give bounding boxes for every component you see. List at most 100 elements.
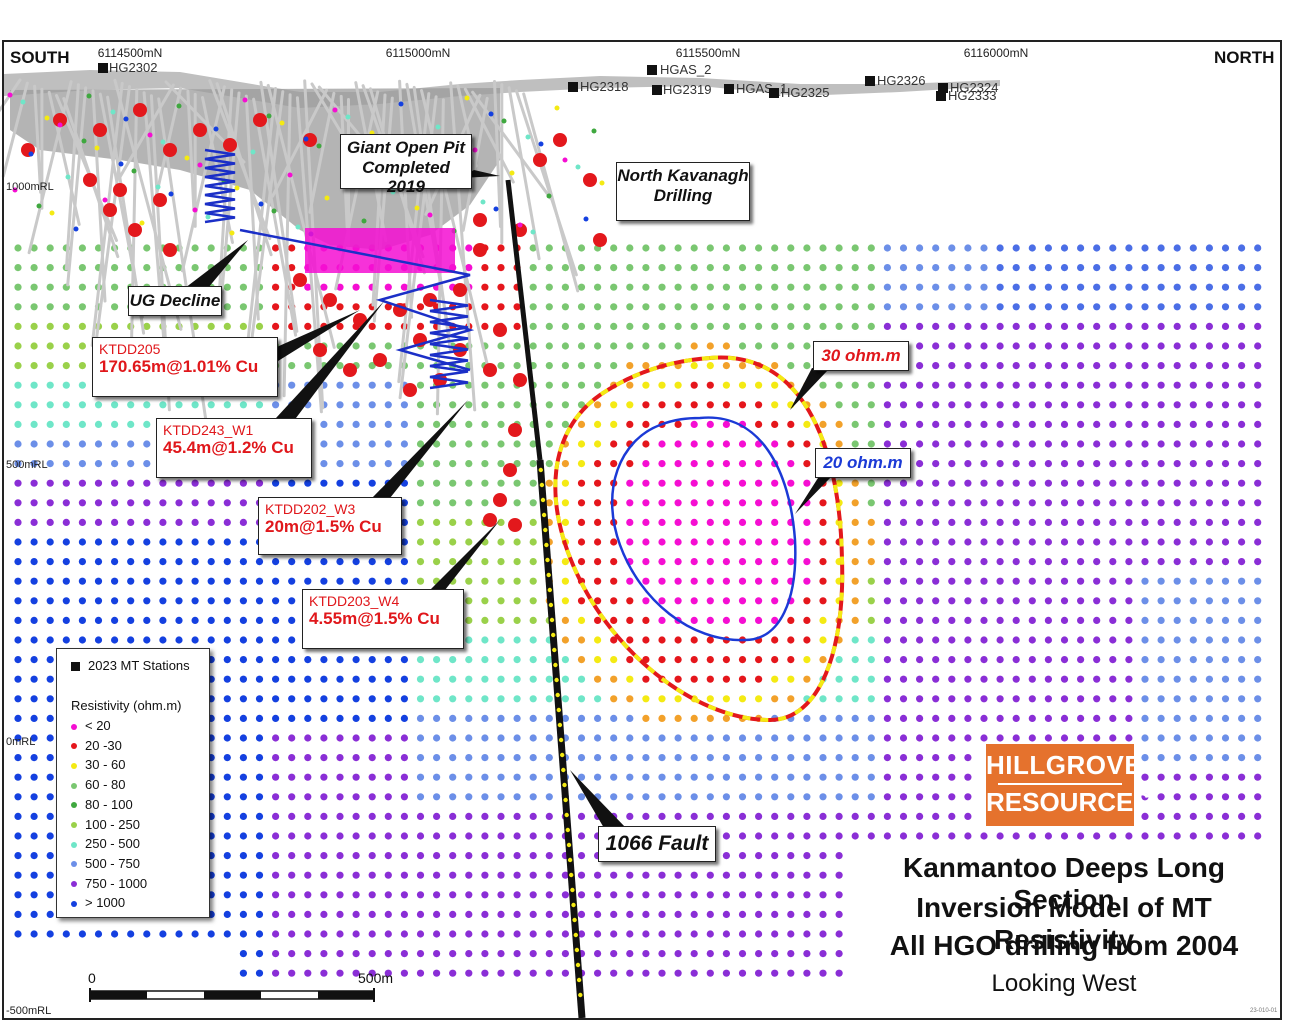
resistivity-dot: [722, 322, 731, 330]
resistivity-dot: [62, 303, 70, 311]
resistivity-dot: [867, 420, 875, 428]
resistivity-dot: [851, 812, 859, 821]
resistivity-dot: [867, 793, 875, 801]
resistivity-dot: [1109, 342, 1117, 350]
resistivity-dot: [78, 538, 86, 546]
resistivity-dot: [143, 322, 151, 330]
resistivity-dot: [1093, 695, 1101, 703]
resistivity-dot: [610, 420, 618, 428]
resistivity-dot: [1060, 264, 1069, 272]
resistivity-dot: [255, 754, 264, 762]
resistivity-dot: [1028, 636, 1036, 644]
resistivity-dot: [416, 773, 425, 781]
resistivity-dot: [883, 793, 892, 801]
resistivity-dot: [755, 420, 763, 428]
legend-label: 100 - 250: [85, 816, 140, 832]
resistivity-dot: [626, 597, 634, 605]
resistivity-dot: [545, 479, 553, 487]
resistivity-dot: [899, 558, 908, 566]
resistivity-dot: [819, 597, 827, 605]
resistivity-dot: [755, 460, 763, 468]
resistivity-dot: [690, 322, 698, 330]
resistivity-dot: [288, 577, 296, 585]
resistivity-dot: [416, 538, 425, 546]
resistivity-dot: [223, 636, 231, 644]
legend-label: 60 - 80: [85, 777, 126, 793]
legend-label: < 20: [85, 718, 111, 733]
resistivity-dot: [497, 734, 505, 742]
resistivity-dot: [288, 773, 296, 781]
resistivity-dot: [1109, 303, 1117, 311]
resistivity-dot: [1221, 264, 1230, 272]
resistivity-dot: [223, 479, 231, 487]
resistivity-dot: [642, 401, 650, 409]
resistivity-dot: [690, 420, 698, 428]
resistivity-dot: [320, 734, 328, 742]
resistivity-dot: [610, 283, 618, 291]
resistivity-dot: [416, 832, 425, 840]
mt-station-marker: [568, 82, 578, 92]
resistivity-dot: [658, 714, 666, 723]
resistivity-dot: [46, 852, 54, 860]
resistivity-dot: [1157, 440, 1165, 448]
resistivity-dot: [62, 479, 70, 487]
resistivity-dot: [14, 342, 22, 350]
resistivity-dot: [674, 675, 682, 683]
resistivity-dot: [1109, 499, 1117, 507]
resistivity-dot: [304, 812, 312, 821]
resistivity-dot: [722, 499, 731, 507]
resistivity-dot: [1205, 812, 1213, 821]
resistivity-dot: [465, 440, 473, 448]
resistivity-dot: [1205, 244, 1213, 252]
resistivity-dot: [288, 616, 296, 625]
resistivity-dot: [239, 832, 247, 840]
resistivity-dot: [932, 734, 940, 742]
resistivity-dot: [835, 675, 843, 683]
resistivity-dot: [449, 832, 457, 840]
resistivity-dot: [513, 597, 521, 605]
resistivity-dot: [191, 401, 199, 409]
resistivity-dot: [545, 322, 553, 330]
resistivity-dot: [62, 342, 70, 350]
resistivity-dot: [690, 616, 698, 625]
resistivity-dot: [46, 812, 54, 821]
resistivity-dot: [1254, 773, 1262, 781]
resistivity-dot: [1044, 440, 1052, 448]
mt-station-label: HGAS_1: [736, 81, 788, 96]
resistivity-dot: [1141, 538, 1149, 546]
resistivity-dot: [239, 812, 247, 821]
resistivity-dot: [529, 793, 537, 801]
resistivity-dot: [787, 852, 795, 860]
resistivity-dot: [1125, 695, 1133, 703]
resistivity-dot: [1221, 812, 1230, 821]
resistivity-dot: [239, 597, 247, 605]
resistivity-dot: [706, 812, 714, 821]
resistivity-dot: [1173, 597, 1181, 605]
resistivity-dot: [62, 381, 70, 389]
resistivity-dot: [62, 518, 70, 527]
resistivity-dot: [996, 577, 1004, 585]
resistivity-dot: [529, 773, 537, 781]
resistivity-dot: [449, 558, 457, 566]
resistivity-dot: [14, 636, 22, 644]
resistivity-dot: [14, 812, 22, 821]
resistivity-dot: [883, 479, 892, 487]
resistivity-dot: [594, 499, 602, 507]
resistivity-dot: [481, 577, 489, 585]
resistivity-dot: [1205, 401, 1213, 409]
resistivity-dot: [738, 283, 747, 291]
resistivity-dot: [400, 558, 408, 566]
resistivity-dot: [674, 479, 682, 487]
resistivity-dot: [642, 499, 650, 507]
resistivity-dot: [497, 695, 505, 703]
resistivity-dot: [1238, 538, 1246, 546]
resistivity-dot: [1028, 597, 1036, 605]
resistivity-dot: [610, 558, 618, 566]
resistivity-dot: [594, 695, 602, 703]
resistivity-dot: [416, 793, 425, 801]
resistivity-dot: [62, 401, 70, 409]
resistivity-dot: [819, 734, 827, 742]
resistivity-dot: [867, 734, 875, 742]
resistivity-dot: [1060, 656, 1069, 664]
resistivity-dot: [1093, 675, 1101, 683]
